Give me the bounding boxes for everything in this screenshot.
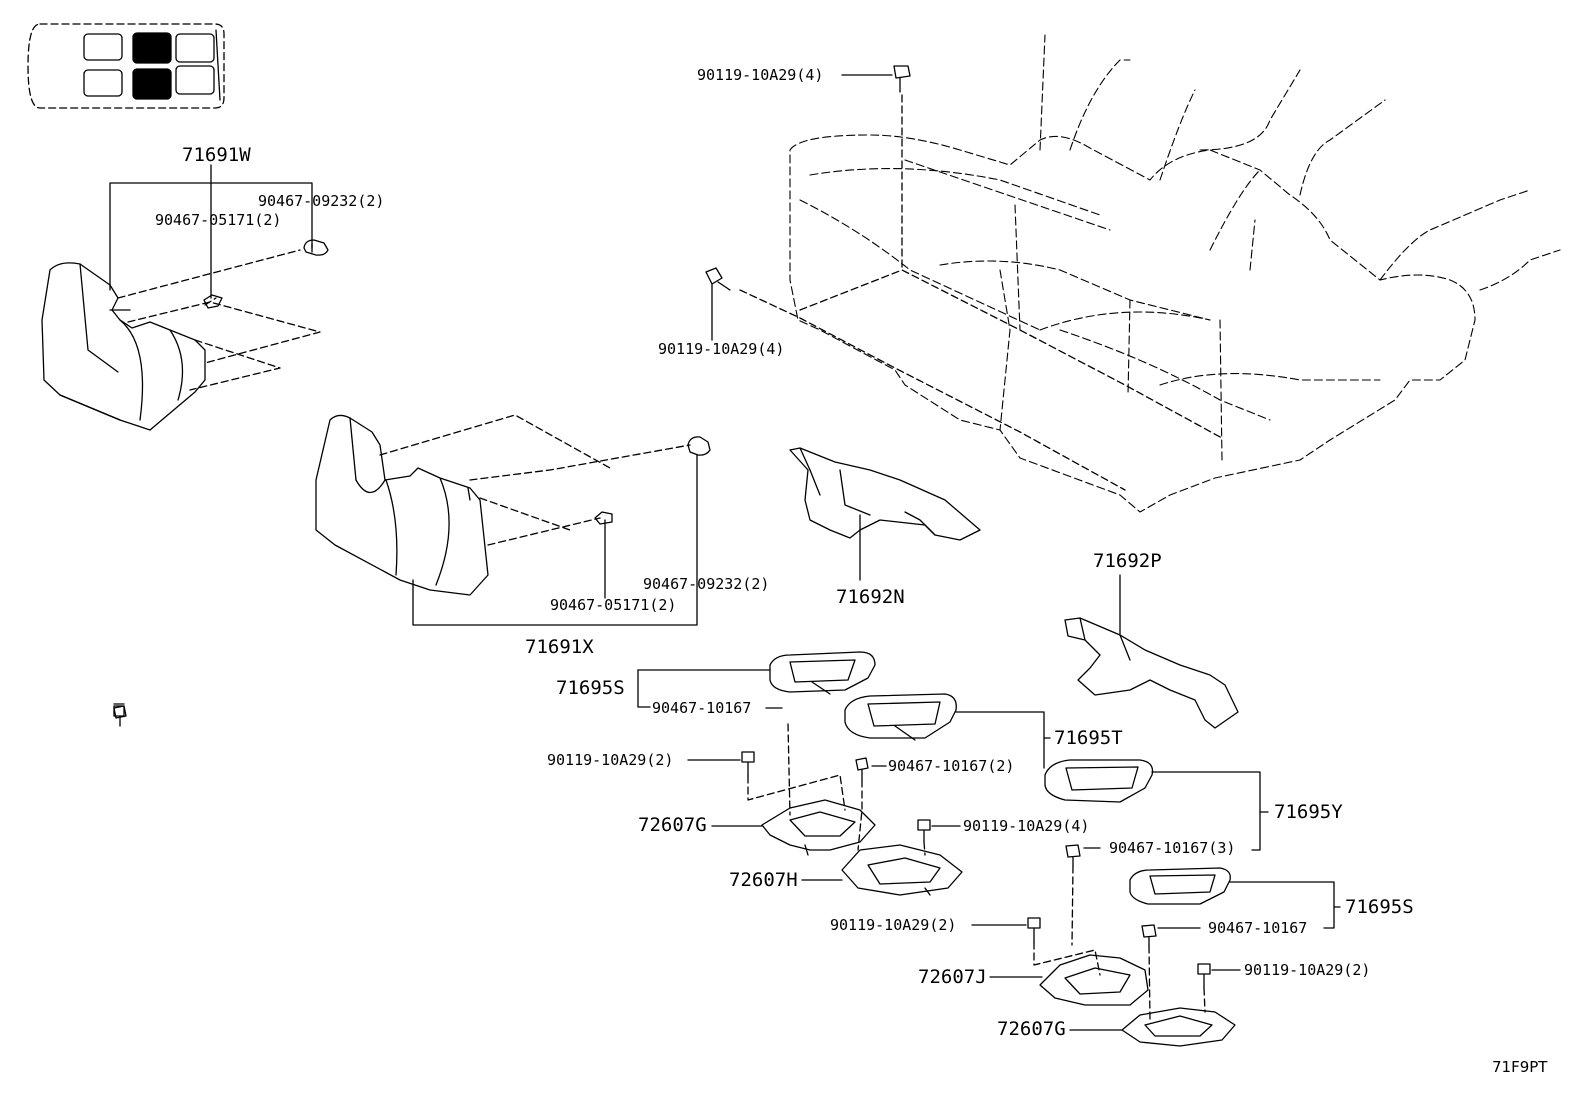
- seat-hinge-cover-71691x: [315, 414, 489, 596]
- seat-hinge-cover-71691w: [41, 262, 206, 431]
- leader-lines-lower: [637, 669, 1341, 1031]
- callout-90467-10167-3[interactable]: 90467-10167(3): [1109, 839, 1236, 857]
- seat-mount-dashes: [739, 94, 1223, 491]
- leader-71691x: [412, 454, 698, 626]
- callout-71692p[interactable]: 71692P: [1093, 550, 1162, 572]
- bolt-90119-10a29-2a-icon: [741, 751, 755, 777]
- callout-71695s-a[interactable]: 71695S: [556, 677, 625, 699]
- callout-71691x[interactable]: 71691X: [525, 636, 594, 658]
- callout-72607j[interactable]: 72607J: [918, 966, 987, 988]
- handle-bezel-71695y: [1044, 759, 1154, 803]
- leader-71691w: [109, 164, 313, 299]
- handle-bezel-71695s-a: [769, 651, 876, 695]
- callout-90467-05171-a[interactable]: 90467-05171(2): [155, 211, 282, 229]
- diagram-code: 71F9PT: [1492, 1058, 1548, 1076]
- callout-72607h[interactable]: 72607H: [729, 869, 798, 891]
- bolt-90119-10a29-4b-icon: [917, 819, 931, 843]
- callout-72607g-a[interactable]: 72607G: [638, 814, 707, 836]
- callout-90467-09232-b[interactable]: 90467-09232(2): [643, 575, 770, 593]
- bolt-90119-10a29-left-icon: [705, 267, 731, 291]
- clip-90467-09232-b-icon: [687, 436, 711, 456]
- callout-90119-10a29-2b[interactable]: 90119-10A29(2): [830, 916, 957, 934]
- callout-71691w[interactable]: 71691W: [182, 144, 251, 166]
- callout-90467-05171-b[interactable]: 90467-05171(2): [550, 596, 677, 614]
- callout-90119-10a29-2c[interactable]: 90119-10A29(2): [1244, 961, 1371, 979]
- bolt-90119-10a29-2c-icon: [1197, 963, 1211, 989]
- callout-90119-10a29-4b[interactable]: 90119-10A29(4): [963, 817, 1090, 835]
- install-dashes-lower: [747, 723, 1206, 1021]
- callout-90119-10a29-top[interactable]: 90119-10A29(4): [697, 66, 824, 84]
- clip-90467-05171-b-icon: [594, 511, 613, 525]
- seat-locator-icon: [27, 23, 225, 109]
- bracket-71692n: [789, 447, 981, 581]
- callout-90467-10167-a[interactable]: 90467-10167: [652, 699, 752, 717]
- bracket-72607j: [1039, 954, 1149, 1006]
- callout-71695y[interactable]: 71695Y: [1274, 801, 1343, 823]
- clip-90467-10167-2-icon: [855, 757, 869, 781]
- bracket-71692p: [1064, 574, 1239, 729]
- callout-90119-10a29-left[interactable]: 90119-10A29(4): [658, 340, 785, 358]
- clip-s-a-real-icon: [113, 705, 125, 717]
- callout-90467-09232-a[interactable]: 90467-09232(2): [258, 192, 385, 210]
- callout-90119-10a29-2a[interactable]: 90119-10A29(2): [547, 751, 674, 769]
- clip-90467-05171-a-icon: [203, 294, 223, 309]
- handle-bezel-71695t: [844, 693, 957, 741]
- clip-90467-10167-b-icon: [1141, 924, 1157, 947]
- leader-lines-top: [711, 74, 893, 341]
- clip-90467-09232-a-icon: [303, 239, 329, 256]
- bracket-72607h: [841, 844, 963, 896]
- callout-71695s-b[interactable]: 71695S: [1345, 896, 1414, 918]
- bolt-90119-10a29-top-icon: [893, 65, 911, 93]
- dashed-guides-71691x: [379, 414, 691, 546]
- bolt-90119-10a29-2b-icon: [1027, 917, 1041, 943]
- bracket-72607g-b: [1121, 1007, 1236, 1047]
- callout-90467-10167-b[interactable]: 90467-10167: [1208, 919, 1308, 937]
- clip-90467-10167-a-icon: [113, 705, 127, 727]
- dashed-guides-71691w: [117, 249, 321, 391]
- clip-90467-10167-3-icon: [1065, 844, 1081, 867]
- callout-72607g-b[interactable]: 72607G: [997, 1018, 1066, 1040]
- bracket-72607g-a: [761, 799, 876, 856]
- callout-71695t[interactable]: 71695T: [1054, 727, 1123, 749]
- callout-90467-10167-2[interactable]: 90467-10167(2): [888, 757, 1015, 775]
- handle-bezel-71695s-b: [1129, 867, 1231, 905]
- callout-71692n[interactable]: 71692N: [836, 586, 905, 608]
- rear-seat-outline: [789, 34, 1561, 513]
